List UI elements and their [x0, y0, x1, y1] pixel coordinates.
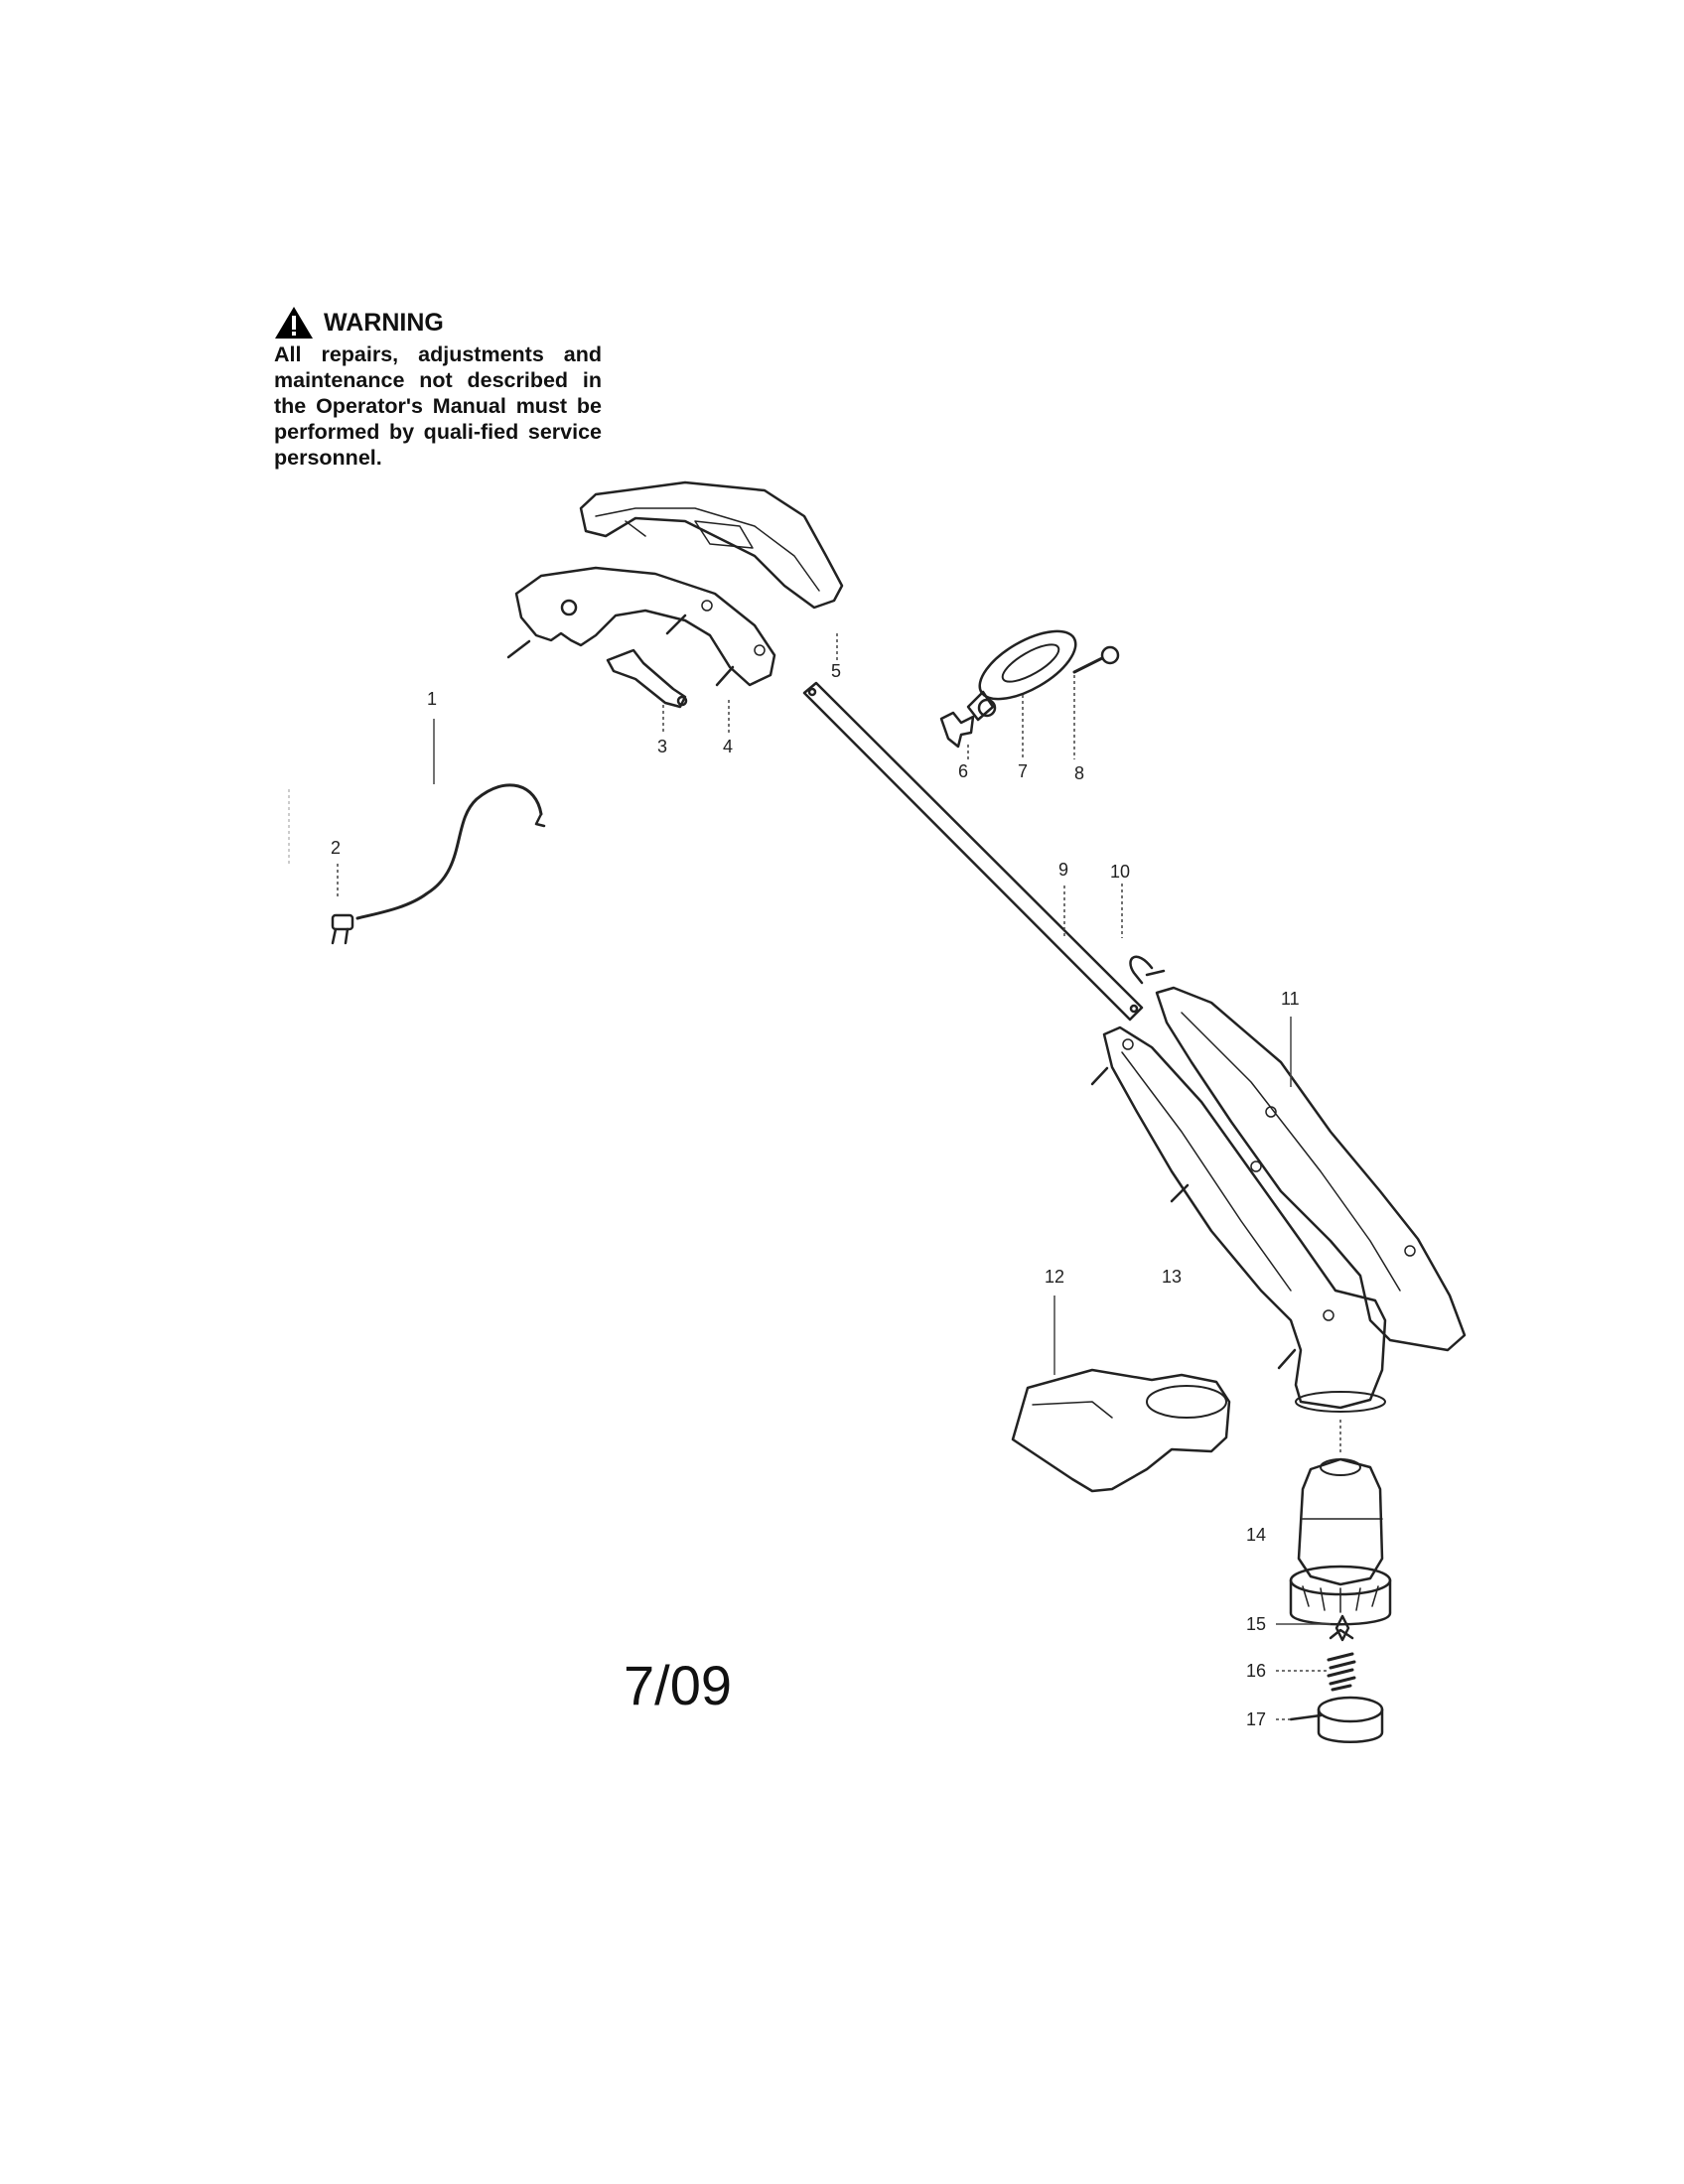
part-label-3: 3 — [657, 737, 667, 756]
part-label-14: 14 — [1246, 1525, 1266, 1545]
warning-text: All repairs, adjustments and maintenance… — [274, 342, 602, 470]
part-label-16: 16 — [1246, 1661, 1266, 1681]
part-label-7: 7 — [1018, 761, 1028, 781]
cord-clip — [1129, 955, 1166, 985]
upper-handle-housing — [579, 480, 844, 610]
part-label-9: 9 — [1058, 860, 1068, 880]
trigger-switch — [606, 648, 688, 709]
part-label-6: 6 — [958, 761, 968, 781]
carriage-bolt — [1072, 645, 1120, 674]
upper-handle-front-housing — [514, 566, 776, 687]
part-label-11: 11 — [1281, 989, 1300, 1009]
leader-lines — [288, 633, 1341, 1720]
date-code: 7/09 — [624, 1654, 732, 1716]
lower-housing-left — [1102, 1025, 1387, 1413]
warning-triangle-icon — [275, 307, 313, 339]
warning-block: WARNING All repairs, adjustments and mai… — [274, 306, 602, 471]
part-labels: 1 2 3 4 5 6 7 8 9 10 11 12 13 14 15 16 1… — [331, 661, 1300, 1729]
lower-housing-right — [1155, 986, 1467, 1352]
part-label-1: 1 — [427, 689, 437, 709]
part-label-17: 17 — [1246, 1709, 1266, 1729]
spool-retainer — [1329, 1614, 1354, 1642]
part-label-8: 8 — [1074, 763, 1084, 783]
part-label-12: 12 — [1045, 1267, 1064, 1287]
part-label-4: 4 — [723, 737, 733, 756]
handle-screws — [506, 614, 735, 687]
warning-title: WARNING — [324, 308, 444, 337]
line-spool — [1289, 1696, 1384, 1743]
wing-nut — [939, 711, 975, 749]
motor — [1289, 1457, 1392, 1626]
part-label-15: 15 — [1246, 1614, 1266, 1634]
upper-shaft-tube — [802, 681, 1144, 1022]
assist-handle — [966, 629, 1077, 722]
part-label-10: 10 — [1110, 862, 1130, 882]
part-label-5: 5 — [831, 661, 841, 681]
part-label-13: 13 — [1162, 1267, 1182, 1287]
housing-screws — [1090, 1066, 1297, 1370]
spool-spring — [1327, 1652, 1356, 1692]
warning-header: WARNING — [274, 306, 602, 340]
power-cord — [331, 783, 546, 945]
part-label-2: 2 — [331, 838, 341, 858]
grass-guard — [1011, 1368, 1231, 1493]
